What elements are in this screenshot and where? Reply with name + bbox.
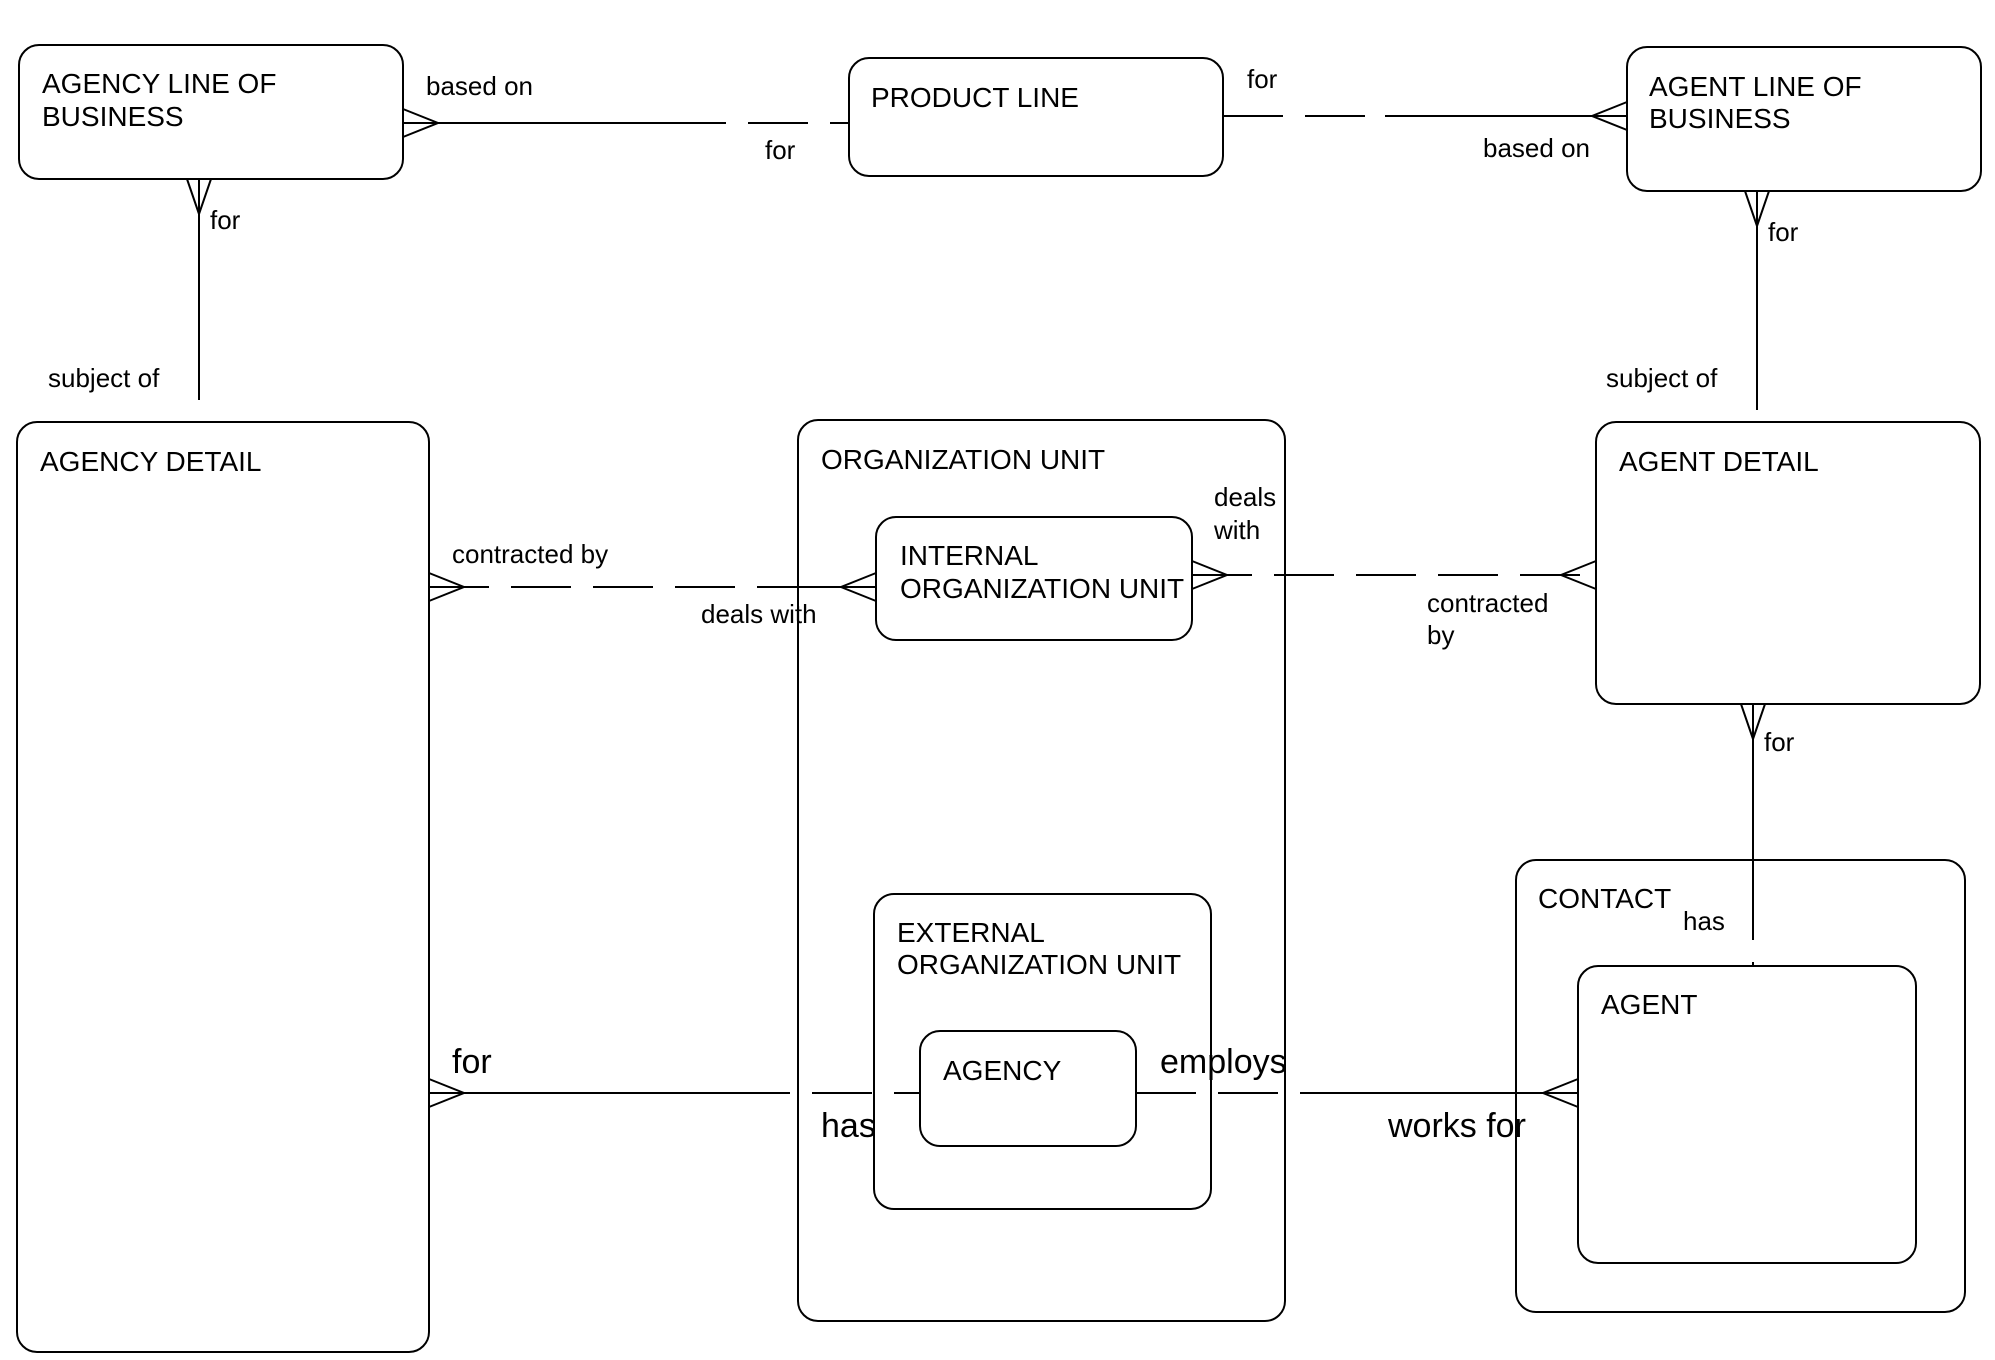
relationship-label: based on [1483, 133, 1590, 163]
entity-agent-line-of-business: AGENT LINE OF BUSINESS [1626, 46, 1982, 192]
relationship-label: for [765, 135, 796, 165]
relationship-internal-org-agent-detail: deals with contracted by [1191, 482, 1597, 650]
relationship-label: subject of [1606, 363, 1718, 393]
relationship-agency-lob-product-line: based on for [402, 71, 849, 165]
relationship-label: for [210, 205, 241, 235]
relationship-label: with [1213, 515, 1260, 545]
relationship-agency-detail-internal-org: contracted by deals with [428, 539, 877, 629]
entity-label: ORGANIZATION UNIT [821, 444, 1105, 475]
relationship-label: works for [1387, 1107, 1526, 1145]
entity-internal-organization-unit: INTERNAL ORGANIZATION UNIT [875, 516, 1193, 641]
relationship-label: has [821, 1107, 876, 1145]
relationship-agency-lob-agency-detail: for subject of [48, 178, 241, 422]
relationship-label: deals with [701, 599, 817, 629]
entity-label: INTERNAL [900, 540, 1038, 571]
entity-label: PRODUCT LINE [871, 82, 1079, 113]
relationship-label: subject of [48, 363, 160, 393]
entity-agent: AGENT [1577, 965, 1917, 1264]
entity-label: BUSINESS [1649, 103, 1791, 134]
relationship-label: by [1427, 620, 1454, 650]
relationship-agent-lob-agent-detail: for subject of [1606, 190, 1799, 422]
relationship-label: has [1683, 906, 1725, 936]
relationship-product-line-agent-lob: for based on [1223, 64, 1628, 163]
entity-label: AGENCY [943, 1055, 1062, 1086]
relationship-label: for [1247, 64, 1278, 94]
entity-agency: AGENCY [919, 1030, 1137, 1147]
relationship-label: based on [426, 71, 533, 101]
entity-agent-detail: AGENT DETAIL [1595, 421, 1981, 705]
entity-label: ORGANIZATION UNIT [900, 573, 1184, 604]
entity-label: BUSINESS [42, 101, 184, 132]
relationship-agent-detail-agent: for has [1683, 703, 1795, 966]
entity-label: ORGANIZATION UNIT [897, 949, 1181, 980]
entity-product-line: PRODUCT LINE [848, 57, 1224, 177]
relationship-agency-detail-agency: for has [428, 1043, 920, 1145]
entity-label: CONTACT [1538, 883, 1671, 914]
entity-label: EXTERNAL [897, 917, 1045, 948]
entity-label: AGENT DETAIL [1619, 446, 1819, 477]
entity-label: AGENCY LINE OF [42, 68, 276, 99]
relationship-label: deals [1214, 482, 1276, 512]
entity-label: AGENT [1601, 989, 1697, 1020]
relationship-agency-agent: employs works for [1136, 1043, 1579, 1145]
relationship-label: contracted [1427, 588, 1548, 618]
relationship-label: employs [1160, 1043, 1287, 1081]
entity-agency-line-of-business: AGENCY LINE OF BUSINESS [18, 44, 404, 180]
relationship-label: for [452, 1043, 492, 1081]
relationship-label: for [1768, 217, 1799, 247]
relationship-label: contracted by [452, 539, 608, 569]
relationship-label: for [1764, 727, 1795, 757]
entity-label: AGENCY DETAIL [40, 446, 261, 477]
entity-label: AGENT LINE OF [1649, 71, 1862, 102]
entity-agency-detail: AGENCY DETAIL [16, 421, 430, 1353]
